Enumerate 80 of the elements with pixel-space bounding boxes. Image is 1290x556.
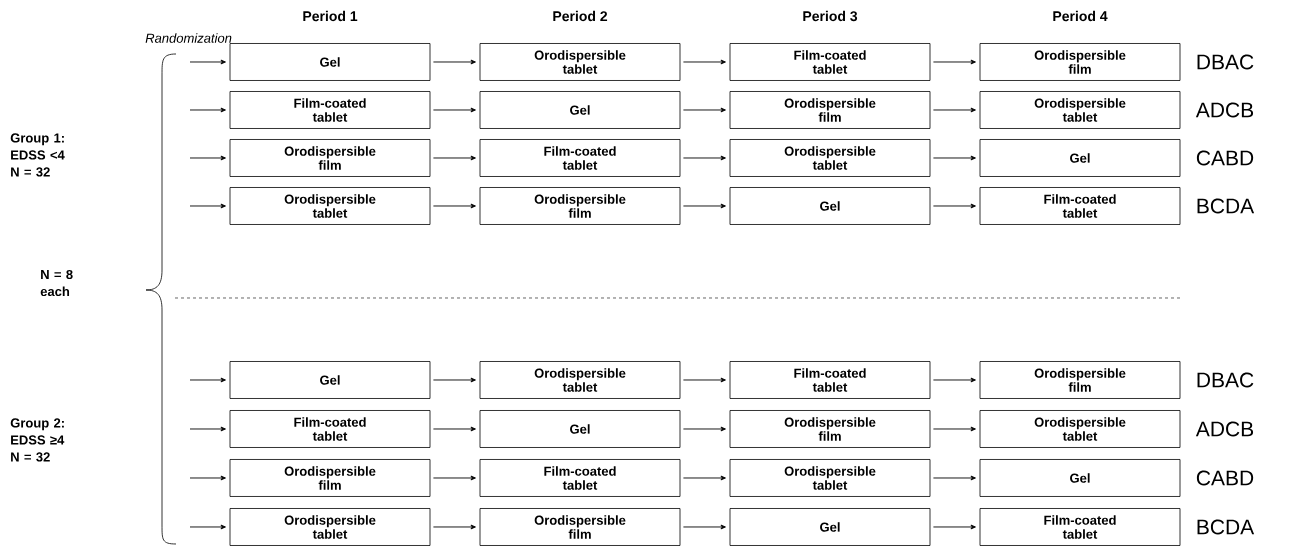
treatment-box: Film-coated tablet xyxy=(229,91,431,129)
treatment-box: Gel xyxy=(729,187,931,225)
treatment-box: Orodispersible film xyxy=(979,361,1181,399)
treatment-box: Gel xyxy=(479,410,681,448)
group-size-label: N = 8 each xyxy=(40,269,73,297)
treatment-box: Orodispersible film xyxy=(479,187,681,225)
arrow xyxy=(189,524,226,530)
treatment-box: Film-coated tablet xyxy=(729,361,931,399)
arrow xyxy=(189,107,226,113)
treatment-box: Film-coated tablet xyxy=(479,459,681,497)
arrow xyxy=(432,524,476,530)
treatment-box: Orodispersible film xyxy=(229,139,431,177)
treatment-box: Film-coated tablet xyxy=(229,410,431,448)
arrow xyxy=(682,203,726,209)
arrow xyxy=(682,155,726,161)
treatment-box: Film-coated tablet xyxy=(729,43,931,81)
treatment-box: Gel xyxy=(979,459,1181,497)
arrow xyxy=(682,59,726,65)
arrow xyxy=(932,377,976,383)
treatment-box: Film-coated tablet xyxy=(479,139,681,177)
sequence-code: ADCB xyxy=(1195,102,1254,118)
treatment-box: Film-coated tablet xyxy=(979,508,1181,546)
treatment-box: Orodispersible tablet xyxy=(979,91,1181,129)
arrow xyxy=(932,475,976,481)
arrow xyxy=(682,426,726,432)
treatment-box: Gel xyxy=(979,139,1181,177)
arrow xyxy=(682,107,726,113)
arrow xyxy=(432,155,476,161)
treatment-box: Orodispersible tablet xyxy=(979,410,1181,448)
sequence-code: DBAC xyxy=(1197,54,1254,70)
period-heading: Period 1 xyxy=(303,10,358,22)
treatment-box: Gel xyxy=(729,508,931,546)
sequence-code: CABD xyxy=(1196,470,1254,486)
sequence-code: BCDA xyxy=(1197,519,1255,535)
arrow xyxy=(682,524,726,530)
treatment-box: Orodispersible film xyxy=(729,410,931,448)
arrow xyxy=(932,107,976,113)
arrow xyxy=(432,59,476,65)
arrow xyxy=(432,203,476,209)
arrow xyxy=(932,203,976,209)
arrow xyxy=(189,59,226,65)
arrow xyxy=(432,377,476,383)
arrow xyxy=(432,475,476,481)
treatment-box: Gel xyxy=(229,43,431,81)
period-heading: Period 3 xyxy=(803,10,858,22)
randomization-label: Randomization xyxy=(145,33,232,43)
arrow xyxy=(932,155,976,161)
treatment-box: Orodispersible film xyxy=(729,91,931,129)
treatment-box: Orodispersible tablet xyxy=(479,361,681,399)
treatment-box: Film-coated tablet xyxy=(979,187,1181,225)
treatment-box: Orodispersible film xyxy=(479,508,681,546)
arrow xyxy=(189,203,226,209)
treatment-box: Orodispersible film xyxy=(979,43,1181,81)
arrow xyxy=(432,426,476,432)
sequence-code: ADCB xyxy=(1195,421,1254,437)
arrow xyxy=(932,59,976,65)
treatment-box: Orodispersible film xyxy=(229,459,431,497)
period-heading: Period 4 xyxy=(1053,10,1108,22)
arrow xyxy=(932,524,976,530)
arrow xyxy=(189,475,226,481)
arrow xyxy=(432,107,476,113)
arrow xyxy=(682,377,726,383)
treatment-box: Gel xyxy=(229,361,431,399)
sequence-code: DBAC xyxy=(1197,372,1254,388)
sequence-code: BCDA xyxy=(1197,198,1255,214)
treatment-box: Orodispersible tablet xyxy=(229,508,431,546)
treatment-box: Orodispersible tablet xyxy=(729,459,931,497)
arrow xyxy=(682,475,726,481)
arrow xyxy=(189,377,226,383)
arrow xyxy=(189,155,226,161)
treatment-box: Orodispersible tablet xyxy=(729,139,931,177)
group-label: Group 2: EDSS ≥4 N = 32 xyxy=(10,418,65,462)
arrow xyxy=(189,426,226,432)
sequence-code: CABD xyxy=(1196,150,1254,166)
group-label: Group 1: EDSS <4 N = 32 xyxy=(10,133,65,177)
treatment-box: Gel xyxy=(479,91,681,129)
treatment-box: Orodispersible tablet xyxy=(479,43,681,81)
period-heading: Period 2 xyxy=(553,10,608,22)
arrow xyxy=(932,426,976,432)
treatment-box: Orodispersible tablet xyxy=(229,187,431,225)
